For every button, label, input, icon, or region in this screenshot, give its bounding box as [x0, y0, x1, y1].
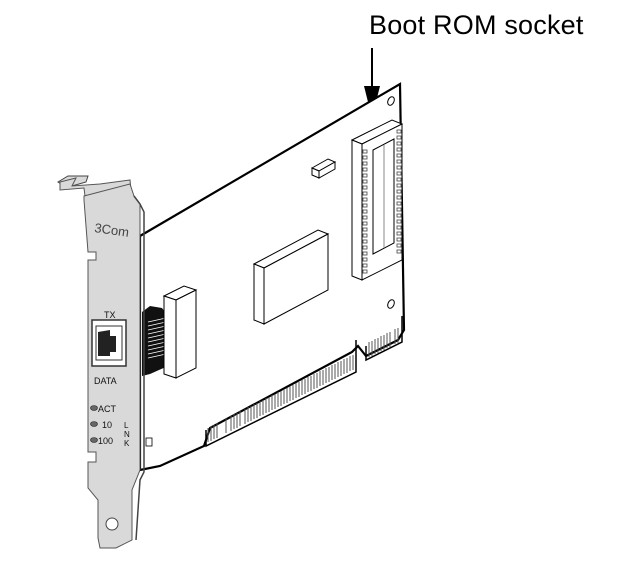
- small-led-window: [145, 437, 153, 447]
- led-indicators: ACT 10 100 L N K: [90, 404, 130, 448]
- lnk-label-l: L: [124, 421, 129, 430]
- 100-label: 100: [98, 436, 113, 446]
- tx-label: TX: [104, 310, 116, 320]
- lnk-label-k: K: [124, 439, 130, 448]
- boot-rom-socket: [350, 119, 404, 281]
- small-component: [310, 158, 337, 179]
- 100-led-icon: [90, 437, 98, 443]
- rj45-jack-body: [142, 285, 198, 379]
- pci-edge-connector: [205, 316, 403, 448]
- data-label: DATA: [94, 376, 117, 386]
- rj45-port-icon: [91, 319, 127, 367]
- mounting-bracket: [57, 175, 145, 549]
- brand-label: 3Com: [94, 220, 130, 240]
- controller-chip: [252, 229, 330, 325]
- 10-led-icon: [90, 421, 98, 427]
- lnk-label-n: N: [124, 430, 130, 439]
- boot-rom-socket-callout-label: Boot ROM socket: [369, 10, 584, 40]
- act-led-icon: [90, 405, 98, 411]
- 10-label: 10: [102, 420, 112, 430]
- act-label: ACT: [98, 404, 117, 414]
